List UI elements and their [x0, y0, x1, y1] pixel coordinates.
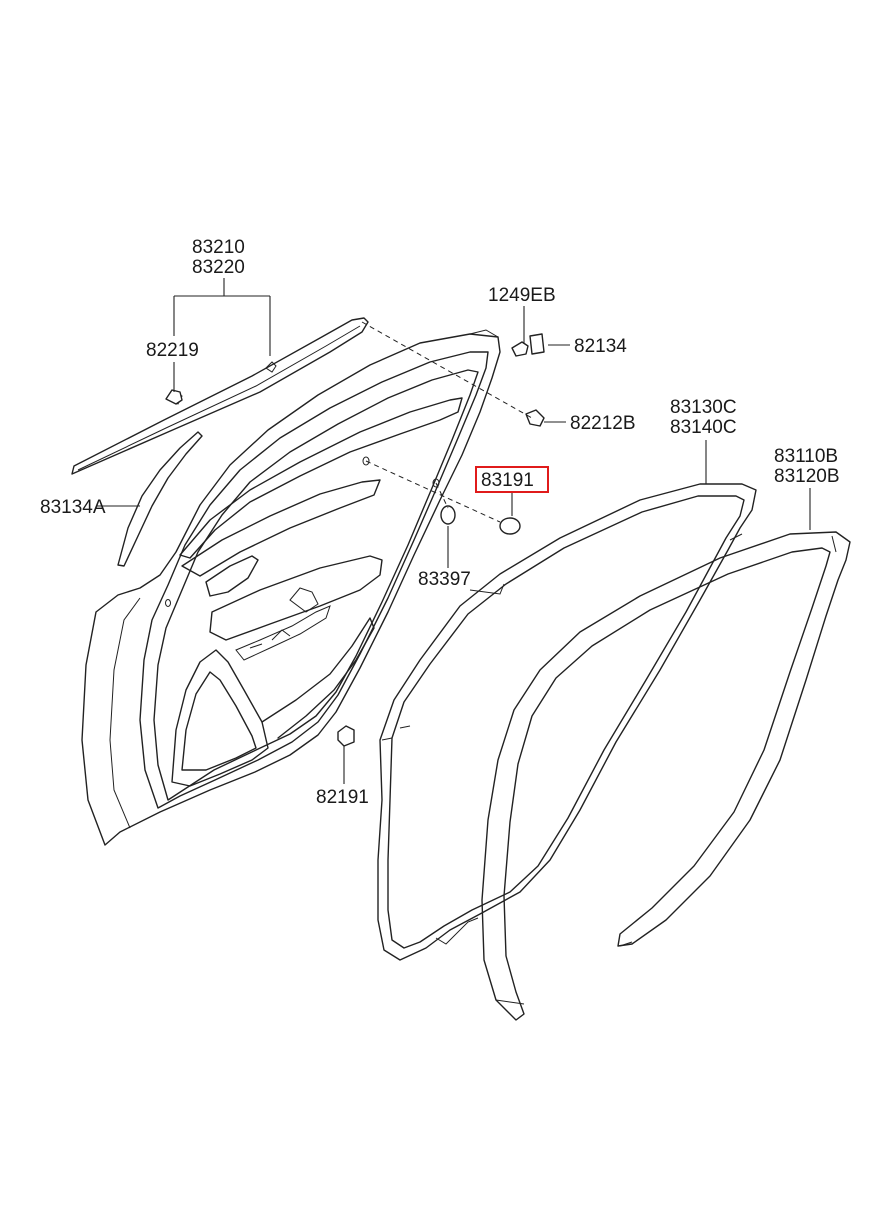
label-83130C[interactable]: 83130C — [670, 397, 737, 418]
glass-run-strip-drawing — [117, 431, 203, 567]
door-weatherstrip-drawing — [377, 483, 757, 961]
install-line-3 — [435, 482, 449, 509]
label-82191[interactable]: 82191 — [316, 787, 369, 808]
install-line-1 — [361, 321, 533, 419]
label-83220[interactable]: 83220 — [192, 257, 245, 278]
label-83397[interactable]: 83397 — [418, 569, 471, 590]
fasteners-drawing — [337, 333, 545, 747]
label-83134A[interactable]: 83134A — [40, 497, 106, 518]
label-82212B[interactable]: 82212B — [570, 413, 636, 434]
install-line-2 — [365, 460, 501, 523]
label-83140C[interactable]: 83140C — [670, 417, 737, 438]
clip-82219-shape — [165, 389, 183, 405]
label-82134[interactable]: 82134 — [574, 336, 627, 357]
body-weatherstrip-drawing — [481, 531, 851, 1021]
leader-lines — [96, 278, 811, 784]
label-82219[interactable]: 82219 — [146, 340, 199, 361]
label-83110B[interactable]: 83110B — [774, 446, 838, 467]
label-83191[interactable]: 83191 — [481, 470, 534, 491]
label-1249EB[interactable]: 1249EB — [488, 285, 556, 306]
belt-moulding-drawing — [71, 317, 369, 475]
label-83210[interactable]: 83210 — [192, 237, 245, 258]
label-83120B[interactable]: 83120B — [774, 466, 840, 487]
highlight-box — [475, 466, 549, 493]
door-panel-drawing — [81, 329, 501, 846]
